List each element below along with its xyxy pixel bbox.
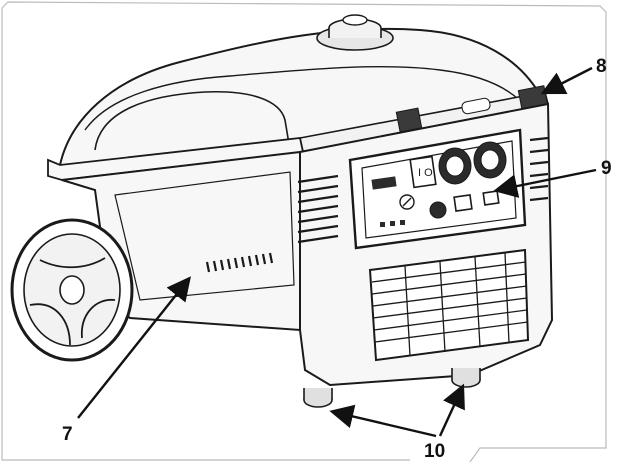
callout-10: 10 [424, 441, 446, 462]
leader-7 [77, 276, 191, 419]
callout-9: 9 [601, 158, 612, 179]
cover-handle-left [94, 90, 291, 151]
svg-text:I O: I O [418, 167, 433, 179]
rubber-feet [303, 368, 481, 408]
fuel-cap [316, 14, 394, 51]
ac-outlet-right [473, 141, 507, 179]
left-panel-inner [114, 171, 295, 301]
leader-lines [77, 66, 597, 438]
image-frame [1, 1, 607, 463]
leader-10a [329, 404, 437, 438]
control-panel: I O [348, 128, 527, 250]
leader-9 [493, 168, 597, 198]
front-side-vent [297, 174, 339, 244]
callout-8: 8 [596, 56, 607, 77]
right-side-vent [529, 136, 549, 202]
ac-outlet-left [438, 147, 472, 185]
leader-8 [540, 66, 593, 95]
leader-10b [438, 383, 465, 437]
side-vent [205, 252, 274, 273]
cover-ridge [84, 65, 529, 131]
callout-7: 7 [62, 424, 73, 445]
wheel [10, 218, 134, 362]
front-grille [368, 248, 530, 362]
